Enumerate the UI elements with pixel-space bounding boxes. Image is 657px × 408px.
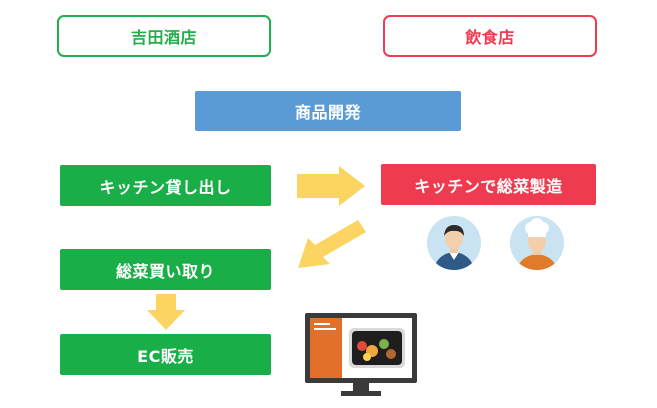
kitchen-production-label: キッチンで総菜製造: [414, 176, 563, 196]
restaurant-box: 飲食店: [383, 15, 597, 57]
arrow-right-icon: [297, 166, 365, 206]
ec-sales-box: EC販売: [60, 334, 271, 375]
buyback-box: 総菜買い取り: [60, 249, 271, 290]
monitor-icon: [305, 313, 417, 396]
ec-sales-label: EC販売: [137, 346, 194, 366]
yoshida-label: 吉田酒店: [130, 28, 197, 47]
buyback-label: 総菜買い取り: [115, 261, 215, 281]
product-development-label: 商品開発: [294, 103, 361, 122]
person-icon: [427, 216, 481, 270]
yoshida-liquor-store-box: 吉田酒店: [57, 15, 271, 57]
arrow-down-icon: [147, 294, 185, 330]
kitchen-production-box: キッチンで総菜製造: [381, 164, 596, 205]
arrow-down-left-icon: [298, 220, 366, 268]
restaurant-label: 飲食店: [465, 28, 515, 47]
chef-icon: [510, 216, 564, 270]
kitchen-rental-label: キッチン貸し出し: [99, 177, 232, 197]
product-development-box: 商品開発: [195, 91, 461, 131]
kitchen-rental-box: キッチン貸し出し: [60, 165, 271, 206]
